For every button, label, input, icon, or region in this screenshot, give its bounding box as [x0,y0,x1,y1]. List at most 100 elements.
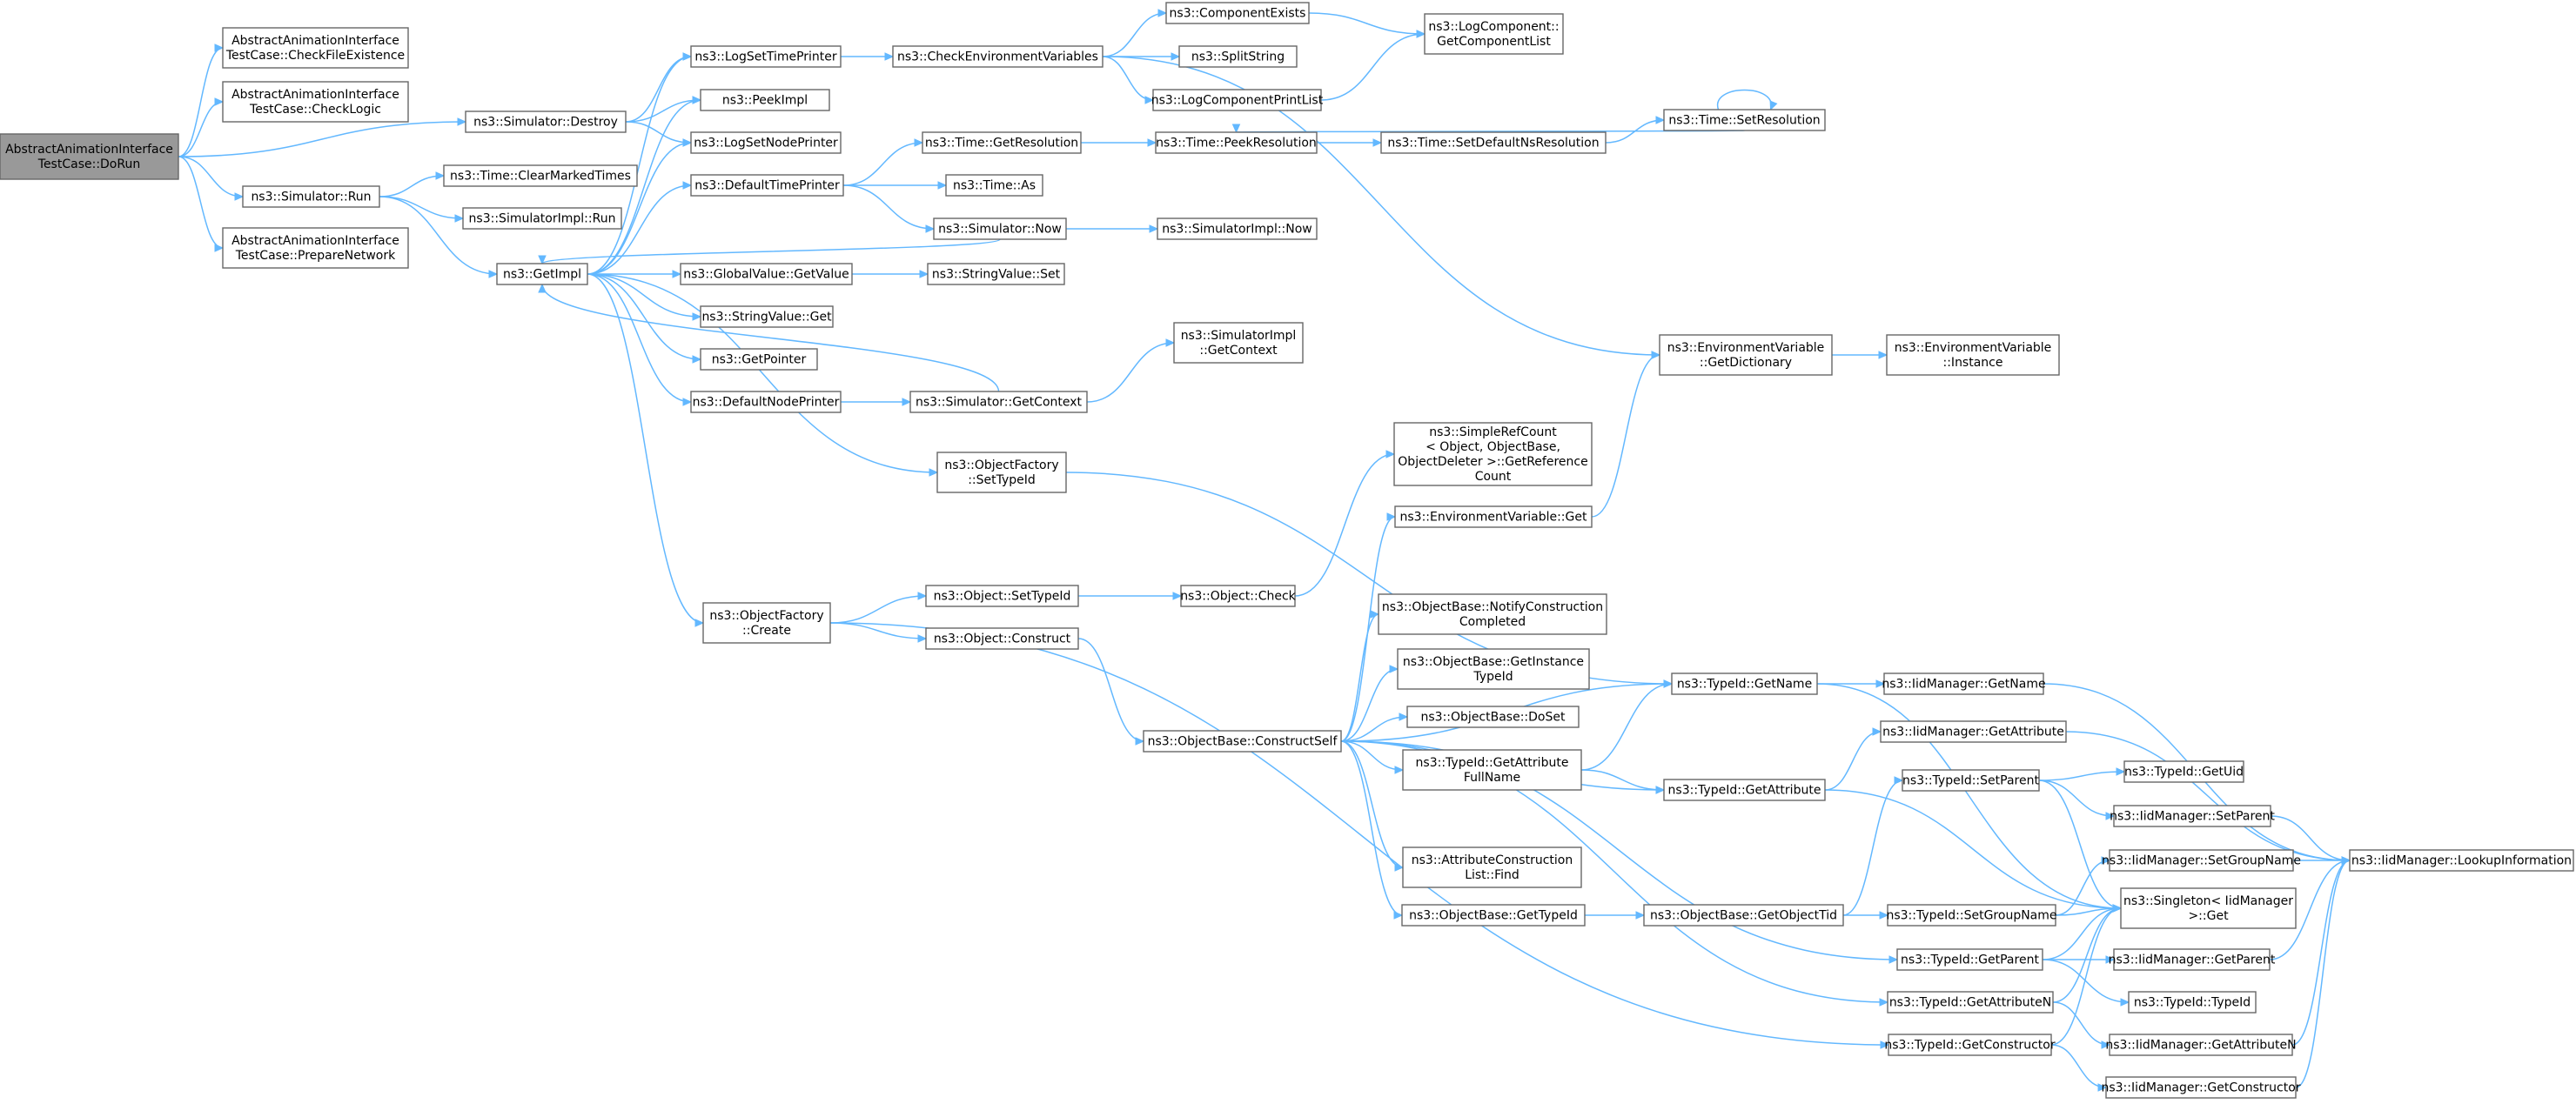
node-ofsettypeid[interactable]: ns3::ObjectFactory::SetTypeId [936,452,1067,493]
node-box[interactable] [2113,948,2271,971]
node-objcheck[interactable]: ns3::Object::Check [1180,585,1297,607]
node-box[interactable] [465,110,627,133]
node-box[interactable] [222,81,409,123]
node-logcompprint[interactable]: ns3::LogComponentPrintList [1151,89,1324,111]
node-iidgetattrn[interactable]: ns3::IidManager::GetAttributeN [2105,1034,2297,1056]
node-obnotify[interactable]: ns3::ObjectBase::NotifyConstructionCompl… [1378,593,1607,635]
node-box[interactable] [1663,109,1826,131]
node-box[interactable] [1671,672,1818,695]
node-obgetobjtid[interactable]: ns3::ObjectBase::GetObjectTid [1643,904,1844,927]
node-box[interactable] [443,164,638,187]
node-svset[interactable]: ns3::StringValue::Set [927,263,1065,285]
node-box[interactable] [1402,846,1582,888]
node-defaultnode[interactable]: ns3::DefaultNodePrinter [690,391,842,413]
node-envvarget[interactable]: ns3::EnvironmentVariable::Get [1394,505,1593,528]
node-box[interactable] [1663,779,1826,801]
node-splitstring[interactable]: ns3::SplitString [1178,45,1298,68]
node-box[interactable] [1157,217,1318,240]
node-box[interactable] [1143,730,1342,753]
node-box[interactable] [1659,334,1833,376]
node-tidgetparent[interactable]: ns3::TypeId::GetParent [1896,948,2043,971]
node-timegetres[interactable]: ns3::Time::GetResolution [922,131,1082,154]
node-clearmarked[interactable]: ns3::Time::ClearMarkedTimes [443,164,638,187]
node-iidsetparent[interactable]: ns3::IidManager::SetParent [2110,805,2275,827]
node-box[interactable] [2109,849,2294,872]
node-box[interactable] [1394,505,1593,528]
node-box[interactable] [0,133,179,180]
node-objconstruct[interactable]: ns3::Object::Construct [925,627,1079,650]
node-logcompget[interactable]: ns3::LogComponent::GetComponentList [1424,13,1564,55]
node-compexists[interactable]: ns3::ComponentExists [1165,2,1310,24]
node-box[interactable] [222,227,409,269]
node-box[interactable] [922,131,1082,154]
node-box[interactable] [1152,89,1322,111]
node-simimplnow[interactable]: ns3::SimulatorImpl::Now [1157,217,1318,240]
node-tidgetattr[interactable]: ns3::TypeId::GetAttribute [1663,779,1826,801]
node-box[interactable] [1883,672,2044,695]
node-getpointer[interactable]: ns3::GetPointer [700,348,818,371]
node-box[interactable] [1165,2,1310,24]
node-iidgetattr[interactable]: ns3::IidManager::GetAttribute [1880,720,2067,743]
node-box[interactable] [496,263,588,285]
node-box[interactable] [1178,45,1298,68]
node-objsettypeid[interactable]: ns3::Object::SetTypeId [925,585,1079,607]
node-box[interactable] [1887,904,2056,927]
node-logsetnode[interactable]: ns3::LogSetNodePrinter [690,131,842,154]
node-box[interactable] [2113,805,2271,827]
node-simimplgetctx[interactable]: ns3::SimulatorImpl::GetContext [1173,322,1304,364]
node-box[interactable] [1896,948,2043,971]
node-box[interactable] [925,585,1079,607]
node-iidgetname[interactable]: ns3::IidManager::GetName [1882,672,2046,695]
node-box[interactable] [700,348,818,371]
node-checkenv[interactable]: ns3::CheckEnvironmentVariables [892,45,1104,68]
node-box[interactable] [1880,720,2067,743]
node-tidtypeid[interactable]: ns3::TypeId::TypeId [2128,991,2257,1014]
node-box[interactable] [2349,849,2574,872]
node-simnow[interactable]: ns3::Simulator::Now [933,217,1067,240]
node-box[interactable] [462,207,622,230]
node-box[interactable] [2128,991,2257,1014]
node-simimplrun[interactable]: ns3::SimulatorImpl::Run [462,207,622,230]
node-envvarinst[interactable]: ns3::EnvironmentVariable::Instance [1886,334,2060,376]
node-defaulttime[interactable]: ns3::DefaultTimePrinter [690,174,844,197]
node-dorun[interactable]: AbstractAnimationInterfaceTestCase::DoRu… [0,133,179,180]
node-preparenet[interactable]: AbstractAnimationInterfaceTestCase::Prep… [222,227,409,269]
node-tidgetname[interactable]: ns3::TypeId::GetName [1671,672,1818,695]
node-box[interactable] [2120,887,2297,929]
node-getimpl[interactable]: ns3::GetImpl [496,263,588,285]
node-svget[interactable]: ns3::StringValue::Get [700,305,834,328]
node-box[interactable] [945,174,1043,197]
node-box[interactable] [909,391,1088,413]
node-obdoset[interactable]: ns3::ObjectBase::DoSet [1406,706,1580,728]
node-box[interactable] [1380,131,1607,154]
node-box[interactable] [925,627,1079,650]
node-logsettime[interactable]: ns3::LogSetTimePrinter [690,45,842,68]
node-simgetctx[interactable]: ns3::Simulator::GetContext [909,391,1088,413]
node-iidgetcons[interactable]: ns3::IidManager::GetConstructor [2101,1076,2301,1099]
node-box[interactable] [690,174,844,197]
node-simrun[interactable]: ns3::Simulator::Run [242,185,380,208]
node-box[interactable] [222,27,409,69]
node-simplerefcount[interactable]: ns3::SimpleRefCount< Object, ObjectBase,… [1393,422,1593,486]
node-tidgetcons[interactable]: ns3::TypeId::GetConstructor [1884,1034,2056,1056]
node-gvgetvalue[interactable]: ns3::GlobalValue::GetValue [680,263,853,285]
node-box[interactable] [927,263,1065,285]
node-envvargetdict[interactable]: ns3::EnvironmentVariable::GetDictionary [1659,334,1833,376]
node-box[interactable] [1886,334,2060,376]
node-box[interactable] [1887,991,2054,1014]
node-box[interactable] [1378,593,1607,635]
node-box[interactable] [933,217,1067,240]
node-checkfile[interactable]: AbstractAnimationInterfaceTestCase::Chec… [222,27,409,69]
node-box[interactable] [690,391,842,413]
node-timeas[interactable]: ns3::Time::As [945,174,1043,197]
node-timepeekres[interactable]: ns3::Time::PeekResolution [1155,131,1318,154]
node-box[interactable] [690,45,842,68]
node-obconstructself[interactable]: ns3::ObjectBase::ConstructSelf [1143,730,1342,753]
node-box[interactable] [680,263,853,285]
node-box[interactable] [2105,1076,2297,1099]
node-timesetdefns[interactable]: ns3::Time::SetDefaultNsResolution [1380,131,1607,154]
node-box[interactable] [1393,422,1593,486]
node-box[interactable] [1155,131,1318,154]
